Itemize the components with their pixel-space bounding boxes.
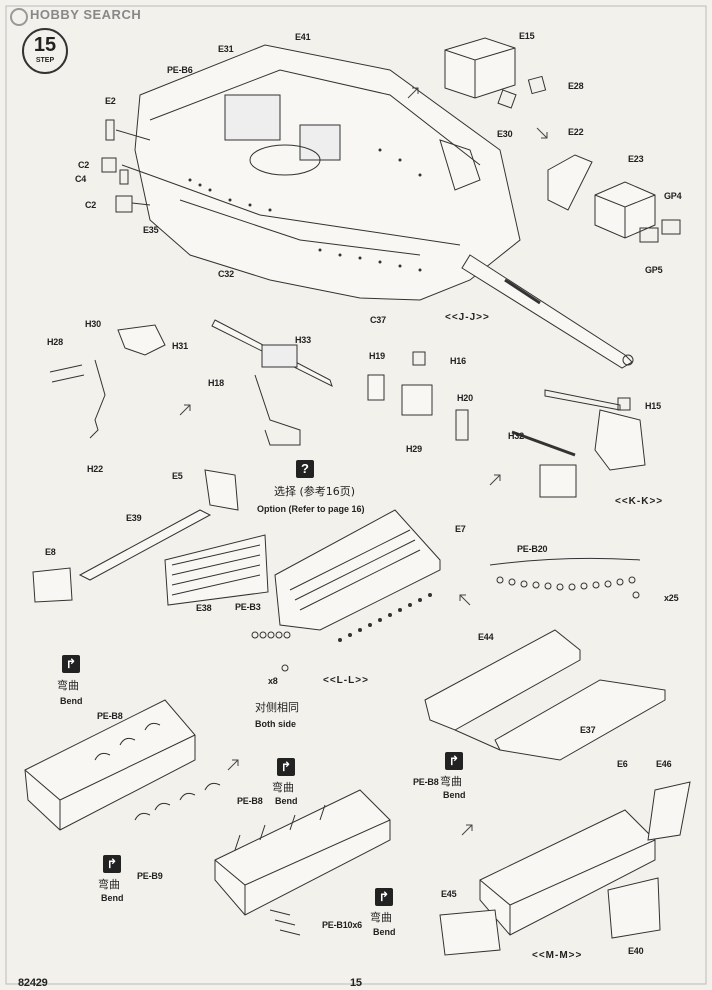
- section-ll: <<L-L>>: [323, 675, 369, 686]
- label-e38: E38: [196, 603, 212, 613]
- both-side-cn: 对侧相同: [255, 701, 299, 714]
- bend-en-3: Bend: [443, 790, 466, 800]
- kk-assembly: [511, 389, 646, 498]
- label-e35: E35: [143, 225, 159, 235]
- label-pe-b20: PE-B20: [517, 544, 548, 554]
- center-stowage-box: [214, 789, 391, 936]
- label-c2-bottom: C2: [85, 200, 97, 210]
- bend-cn-4: 弯曲: [98, 878, 120, 891]
- bend-cn-1: 弯曲: [57, 679, 79, 692]
- pe-b3-parts: [251, 631, 291, 672]
- catalog-number: 82429: [18, 977, 48, 989]
- label-pe-b10: PE-B10x6: [322, 920, 362, 930]
- option-text-cn: 选择 (参考16页): [274, 485, 356, 498]
- label-e8: E8: [45, 547, 56, 557]
- h19-h29-parts: [367, 351, 469, 441]
- h33-machine-gun: [211, 319, 333, 446]
- turret-drawing: [101, 44, 634, 369]
- option-text-en: Option (Refer to page 16): [257, 504, 365, 514]
- step-badge: 15 STEP: [22, 28, 68, 74]
- label-h28: H28: [47, 337, 63, 347]
- label-c32: C32: [218, 269, 234, 279]
- label-h15: H15: [645, 401, 661, 411]
- bend-en-2: Bend: [275, 796, 298, 806]
- label-pe-b3: PE-B3: [235, 602, 261, 612]
- bend-cn-5: 弯曲: [370, 911, 392, 924]
- hobby-search-icon: [10, 8, 28, 26]
- label-e15: E15: [519, 31, 535, 41]
- label-e2: E2: [105, 96, 116, 106]
- label-h19: H19: [369, 351, 385, 361]
- e44-fender: [424, 629, 666, 761]
- e15-e28-e30-parts: [444, 37, 547, 109]
- label-e46: E46: [656, 759, 672, 769]
- label-e40: E40: [628, 946, 644, 956]
- label-e31: E31: [218, 44, 234, 54]
- label-pe-b9: PE-B9: [137, 871, 163, 881]
- direction-arrows: [179, 87, 548, 836]
- ll-side-skirt: [274, 509, 441, 642]
- label-e45: E45: [441, 889, 457, 899]
- right-stowage-box: [439, 781, 691, 956]
- label-pe-b8-center: PE-B8: [237, 796, 263, 806]
- section-mm: <<M-M>>: [532, 950, 583, 961]
- h-parts-left: [49, 324, 166, 439]
- left-stowage-box: [24, 699, 221, 831]
- bend-icon: ↱: [277, 758, 295, 776]
- pe-b20-chain: [489, 557, 641, 599]
- section-jj: <<J-J>>: [445, 312, 490, 323]
- label-pe-b8-left: PE-B8: [97, 711, 123, 721]
- label-x25: x25: [664, 593, 679, 603]
- label-e30: E30: [497, 129, 513, 139]
- watermark-logo: HOBBY SEARCH: [30, 7, 142, 22]
- bend-en-1: Bend: [60, 696, 83, 706]
- label-gp5: GP5: [645, 265, 663, 275]
- label-pe-b8-right: PE-B8: [413, 777, 439, 787]
- label-c37: C37: [370, 315, 386, 325]
- label-h32: H32: [508, 431, 524, 441]
- label-h22: H22: [87, 464, 103, 474]
- label-h16: H16: [450, 356, 466, 366]
- bend-icon: ↱: [103, 855, 121, 873]
- label-c2-top: C2: [78, 160, 90, 170]
- label-e23: E23: [628, 154, 644, 164]
- label-e7: E7: [455, 524, 466, 534]
- label-pe-b6: PE-B6: [167, 65, 193, 75]
- bend-en-4: Bend: [101, 893, 124, 903]
- step-number: 15: [33, 34, 57, 56]
- label-e22: E22: [568, 127, 584, 137]
- label-e28: E28: [568, 81, 584, 91]
- label-h31: H31: [172, 341, 188, 351]
- label-h30: H30: [85, 319, 101, 329]
- label-e5: E5: [172, 471, 183, 481]
- label-gp4: GP4: [664, 191, 682, 201]
- label-e39: E39: [126, 513, 142, 523]
- bend-icon: ↱: [375, 888, 393, 906]
- label-c4: C4: [75, 174, 87, 184]
- page-border: [5, 5, 707, 985]
- label-x8: x8: [268, 676, 278, 686]
- bend-en-5: Bend: [373, 927, 396, 937]
- step-word: STEP: [35, 57, 55, 64]
- page-number: 15: [350, 977, 362, 989]
- option-question-icon: ?: [296, 460, 314, 478]
- both-side-en: Both side: [255, 719, 297, 729]
- label-e41: E41: [295, 32, 311, 42]
- label-h20: H20: [457, 393, 473, 403]
- section-kk: <<K-K>>: [615, 496, 664, 507]
- label-h33: H33: [295, 335, 311, 345]
- bend-icon: ↱: [445, 752, 463, 770]
- bend-cn-2: 弯曲: [272, 781, 294, 794]
- label-h29: H29: [406, 444, 422, 454]
- label-e44: E44: [478, 632, 494, 642]
- e38-e39-parts: [32, 469, 269, 606]
- label-h18: H18: [208, 378, 224, 388]
- label-e6: E6: [617, 759, 628, 769]
- e22-e23-parts: [547, 154, 681, 243]
- bend-icon: ↱: [62, 655, 80, 673]
- bend-cn-3: 弯曲: [440, 775, 462, 788]
- label-e37-bottom: E37: [580, 725, 596, 735]
